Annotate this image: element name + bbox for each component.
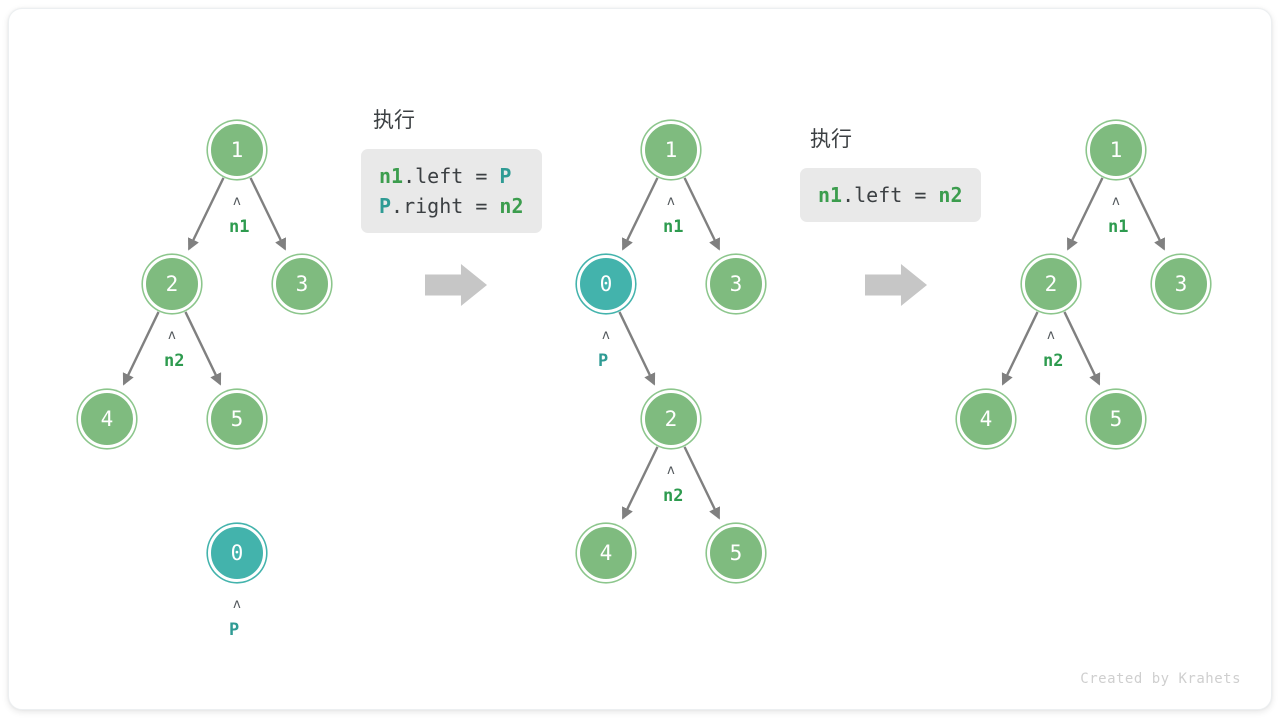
code-token: .right =: [391, 194, 500, 218]
tree-node-value: 0: [230, 540, 244, 565]
pointer-caret-icon: ʌ: [667, 194, 675, 209]
pointer-caret-icon: ʌ: [233, 597, 241, 612]
pointer-label-n1: n1: [229, 217, 250, 237]
code-line: n1.left = P: [379, 161, 524, 191]
block-arrow-1: [425, 264, 487, 306]
tree-node-1[interactable]: 1: [642, 121, 700, 179]
code-token: P: [499, 164, 512, 188]
tree-node-value: 3: [729, 271, 743, 296]
tree-node-4[interactable]: 4: [577, 524, 635, 582]
tree-node-value: 5: [230, 406, 244, 431]
pointer-label-n2: n2: [1043, 351, 1064, 371]
code-line: n1.left = n2: [818, 180, 963, 210]
pointer-label-P: P: [598, 351, 609, 371]
tree-edge: [184, 311, 222, 386]
tree-edge: [683, 177, 721, 251]
pointer-label-n2: n2: [663, 486, 684, 506]
tree-node-value: 4: [599, 540, 613, 565]
edges-layer: [122, 177, 1166, 520]
tree-node-0[interactable]: 0: [208, 524, 266, 582]
code-token: n2: [499, 194, 524, 218]
code-token: .left =: [842, 183, 939, 207]
code-token: P: [379, 194, 392, 218]
tree-node-1[interactable]: 1: [1087, 121, 1145, 179]
pointer-caret-icon: ʌ: [602, 328, 610, 343]
tree-node-4[interactable]: 4: [957, 390, 1015, 448]
tree-edge: [1001, 311, 1039, 386]
tree-node-3[interactable]: 3: [707, 255, 765, 313]
tree-edges: [122, 177, 1166, 520]
code-line: P.right = n2: [379, 191, 524, 221]
pointer-label-n1: n1: [1108, 217, 1129, 237]
tree-node-2[interactable]: 2: [143, 255, 201, 313]
code-panel-heading: 执行: [810, 127, 852, 151]
tree-node-value: 4: [979, 406, 993, 431]
code-panel-2: n1.left = n2: [800, 168, 981, 222]
code-token: n2: [938, 183, 963, 207]
block-arrow-2: [865, 264, 927, 306]
pointer-label-n1: n1: [663, 217, 684, 237]
pointer-caret-icon: ʌ: [667, 463, 675, 478]
tree-node-value: 2: [1044, 271, 1058, 296]
tree-node-2[interactable]: 2: [642, 390, 700, 448]
tree-edge: [621, 177, 659, 251]
tree-node-3[interactable]: 3: [1152, 255, 1210, 313]
pointer-label-P: P: [229, 620, 240, 640]
tree-node-value: 2: [664, 406, 678, 431]
tree-edge: [249, 177, 287, 251]
tree-node-value: 5: [729, 540, 743, 565]
tree-edge: [1063, 311, 1101, 386]
tree-edge: [187, 177, 225, 251]
tree-edge: [1066, 177, 1104, 251]
block-arrows: [425, 264, 927, 306]
tree-node-3[interactable]: 3: [273, 255, 331, 313]
tree-edge: [122, 311, 160, 386]
tree-node-value: 1: [1109, 137, 1123, 162]
tree-edge: [683, 446, 721, 520]
tree-edge: [618, 311, 656, 386]
tree-edge: [621, 446, 659, 520]
tree-node-value: 0: [599, 271, 613, 296]
tree-node-value: 1: [230, 137, 244, 162]
tree-node-2[interactable]: 2: [1022, 255, 1080, 313]
tree-node-value: 3: [295, 271, 309, 296]
tree-node-value: 3: [1174, 271, 1188, 296]
pointer-caret-icon: ʌ: [233, 194, 241, 209]
pointer-label-n2: n2: [164, 351, 185, 371]
tree-node-4[interactable]: 4: [78, 390, 136, 448]
pointer-caret-icon: ʌ: [1047, 328, 1055, 343]
tree-node-5[interactable]: 5: [208, 390, 266, 448]
code-panel-heading: 执行: [373, 108, 415, 132]
credit-text: Created by Krahets: [1080, 671, 1241, 687]
tree-node-value: 5: [1109, 406, 1123, 431]
tree-node-5[interactable]: 5: [707, 524, 765, 582]
code-token: n1: [379, 164, 404, 188]
tree-node-value: 1: [664, 137, 678, 162]
tree-node-1[interactable]: 1: [208, 121, 266, 179]
pointer-caret-icon: ʌ: [1112, 194, 1120, 209]
tree-edge: [1128, 177, 1166, 251]
tree-node-value: 4: [100, 406, 114, 431]
tree-node-5[interactable]: 5: [1087, 390, 1145, 448]
pointer-caret-icon: ʌ: [168, 328, 176, 343]
tree-node-0[interactable]: 0: [577, 255, 635, 313]
code-token: n1: [818, 183, 843, 207]
tree-node-value: 2: [165, 271, 179, 296]
code-token: .left =: [403, 164, 500, 188]
